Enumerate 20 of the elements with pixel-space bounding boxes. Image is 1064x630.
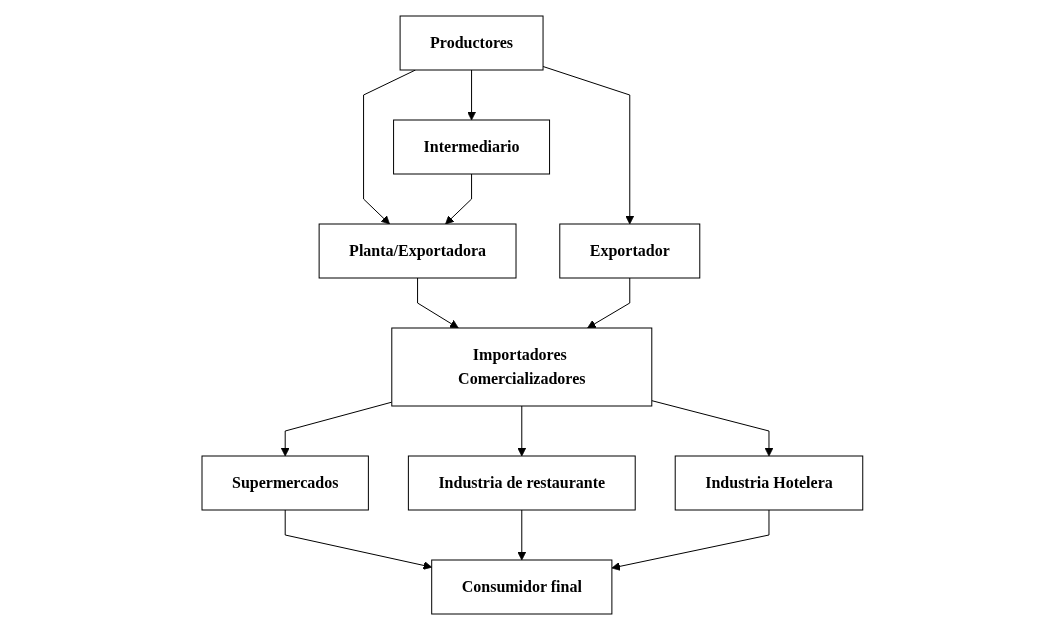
arrow <box>284 509 432 570</box>
node-box: Planta/Exportadora <box>318 223 517 279</box>
node-box: Importadores Comercializadores <box>390 327 652 407</box>
arrow <box>586 277 630 329</box>
arrow <box>542 66 634 225</box>
node-box: Intermediario <box>392 119 550 175</box>
node-box: Productores <box>399 15 544 71</box>
arrow <box>517 509 526 561</box>
node-box: Industria de restaurante <box>407 455 636 511</box>
node-box: Consumidor final <box>430 559 612 615</box>
arrow <box>444 173 472 225</box>
arrow <box>466 69 476 121</box>
arrow <box>416 277 459 329</box>
node-box: Industria Hotelera <box>674 455 863 511</box>
arrow <box>611 509 770 571</box>
arrow <box>517 405 526 457</box>
arrow <box>650 400 773 457</box>
node-box: Exportador <box>558 223 700 279</box>
arrow <box>280 401 392 457</box>
node-box: Supermercados <box>201 455 369 511</box>
